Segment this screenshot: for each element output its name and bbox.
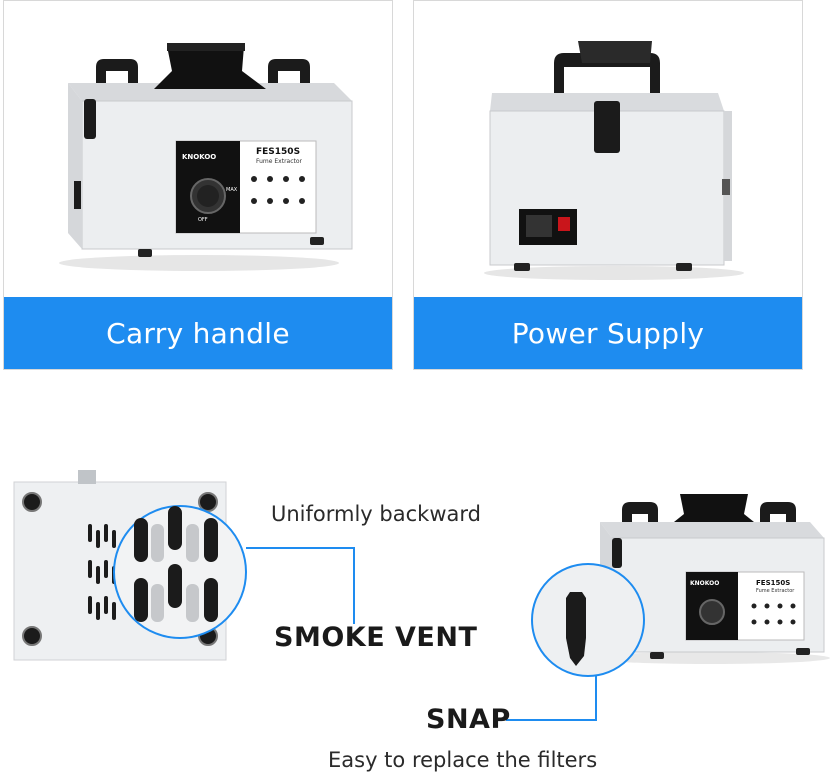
easy-replace-text: Easy to replace the filters [328,748,598,772]
smoke-vent-label: SMOKE VENT [274,622,478,653]
snap-photo: KNOKOO FES150S Fume Extractor [531,494,830,710]
power-supply-panel: Power Supply [413,0,803,370]
brand-label: KNOKOO [182,153,216,161]
subtitle-label: Fume Extractor [256,158,303,165]
fume-extractor-front-photo: KNOKOO OFF MAX FES150S Fume Extractor [59,43,353,271]
snap-brand-label: KNOKOO [690,580,719,587]
banner-power-supply: Power Supply [414,297,802,369]
carry-handle-panel: KNOKOO OFF MAX FES150S Fume Extractor Ca… [3,0,393,370]
snap-callout-line [506,700,597,721]
knob-max-label: MAX [226,187,238,193]
smoke-vent-photo [13,470,355,661]
banner-carry-handle: Carry handle [4,297,392,369]
model-label: FES150S [256,147,300,157]
snap-label: SNAP [426,704,511,735]
knob-off-label: OFF [198,217,208,223]
snap-subtitle-label: Fume Extractor [756,588,795,594]
fume-extractor-back-photo [484,41,744,280]
uniformly-backward-text: Uniformly backward [271,502,481,526]
snap-model-label: FES150S [756,579,790,587]
